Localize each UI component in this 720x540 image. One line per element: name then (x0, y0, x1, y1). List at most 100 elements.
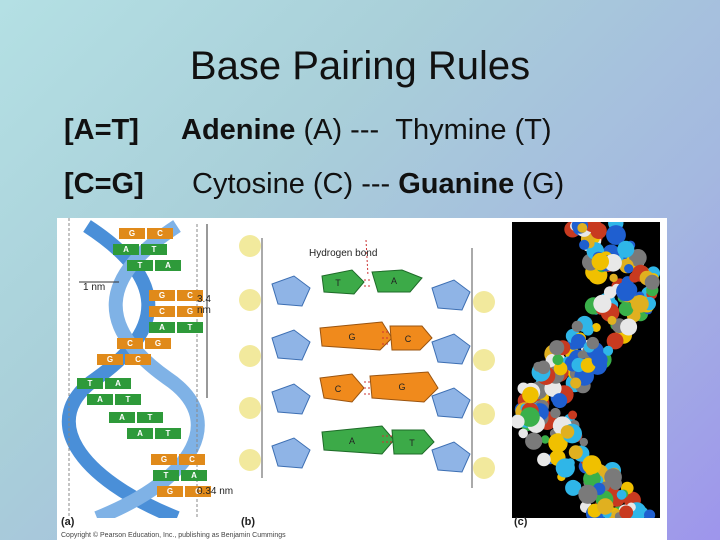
base-a: A (181, 470, 207, 481)
guanine-abbr: (G) (514, 168, 565, 200)
atom-sphere (597, 498, 614, 515)
copyright-notice: Copyright © Pearson Education, Inc., pub… (61, 532, 286, 539)
base-c: C (179, 454, 205, 465)
base-t: T (77, 378, 103, 389)
adenine-name: Adenine (181, 114, 296, 146)
atom-sphere (571, 320, 583, 332)
atom-sphere (577, 223, 588, 233)
base-g: G (157, 486, 183, 497)
base-g: G (177, 306, 203, 317)
base-a: A (87, 394, 113, 405)
atom-sphere (579, 437, 588, 447)
base-t: T (155, 428, 181, 439)
space-filling-atoms (512, 222, 660, 518)
atom-sphere (616, 281, 636, 302)
atom-sphere (512, 414, 525, 429)
atom-sphere (568, 410, 578, 420)
panel-c-label: (c) (514, 516, 528, 528)
atom-sphere (619, 505, 634, 518)
base-t: T (137, 412, 163, 423)
cytosine-name: Cytosine (192, 168, 305, 200)
atom-sphere (552, 393, 568, 409)
atom-sphere (579, 239, 590, 250)
atom-sphere (606, 225, 626, 245)
atom-sphere (568, 445, 583, 460)
atom-sphere (617, 240, 635, 258)
base-c: C (147, 228, 173, 239)
atom-sphere (586, 336, 599, 350)
atom-sphere (550, 407, 561, 419)
rule-at: [A=T]Adenine (A) --- Thymine (T) (64, 114, 552, 147)
atom-sphere (604, 254, 622, 272)
adenine-abbr: (A) --- (295, 114, 380, 146)
panel-b-label: (b) (241, 516, 256, 528)
atom-sphere (555, 458, 575, 478)
base-c: C (185, 486, 211, 497)
atom-sphere (553, 361, 568, 376)
base-a: A (155, 260, 181, 271)
base-a: A (127, 428, 153, 439)
atom-sphere (606, 332, 624, 350)
base-letter-t: T (335, 278, 341, 288)
hydrogen-bond-label: Hydrogen bond (309, 248, 378, 259)
atom-sphere (549, 340, 565, 356)
base-letter-a: A (349, 436, 355, 446)
atom-sphere (520, 407, 540, 427)
slide-title: Base Pairing Rules (189, 44, 531, 88)
atom-sphere (571, 481, 582, 491)
atom-sphere (624, 264, 634, 274)
atom-sphere (536, 360, 551, 375)
base-t: T (127, 260, 153, 271)
base-c: C (177, 290, 203, 301)
base-t: T (177, 322, 203, 333)
atom-sphere (644, 274, 660, 290)
rule-at-tag: [A=T] (64, 114, 139, 146)
base-t: T (115, 394, 141, 405)
base-g: G (151, 454, 177, 465)
atom-sphere (603, 345, 614, 356)
rule-cg-tag: [C=G] (64, 168, 144, 200)
rise-label: 0.34 nm (197, 486, 234, 497)
thymine-name: Thymine (395, 114, 507, 146)
atom-sphere (570, 377, 582, 389)
atom-sphere (631, 295, 649, 313)
guanine-name: Guanine (398, 168, 515, 200)
atom-sphere (578, 484, 598, 504)
base-g: G (149, 290, 175, 301)
atom-sphere (593, 294, 612, 313)
base-letter-g: G (348, 332, 355, 342)
base-letter-a: A (391, 276, 397, 286)
atom-sphere (541, 435, 550, 444)
base-g: G (145, 338, 171, 349)
atom-sphere (604, 468, 622, 486)
panel-a-label: (a) (61, 516, 75, 528)
atom-sphere (522, 386, 539, 404)
base-g: G (119, 228, 145, 239)
atom-sphere (644, 509, 656, 518)
base-letter-t: T (409, 438, 415, 448)
base-a: A (113, 244, 139, 255)
base-a: A (105, 378, 131, 389)
atom-sphere (580, 358, 596, 373)
atom-sphere (618, 301, 634, 317)
atom-sphere (616, 489, 627, 500)
atom-sphere (548, 433, 568, 453)
atom-sphere (577, 350, 586, 359)
base-g: G (97, 354, 123, 365)
atom-sphere (571, 333, 586, 349)
atom-sphere (607, 315, 617, 325)
atom-sphere (591, 351, 608, 368)
atom-sphere (518, 428, 528, 439)
space-filling-model (512, 222, 660, 518)
rule-cg: [C=G]Cytosine (C) --- Guanine (G) (64, 168, 564, 201)
atom-sphere (537, 452, 551, 467)
base-letter-g: G (398, 382, 405, 392)
